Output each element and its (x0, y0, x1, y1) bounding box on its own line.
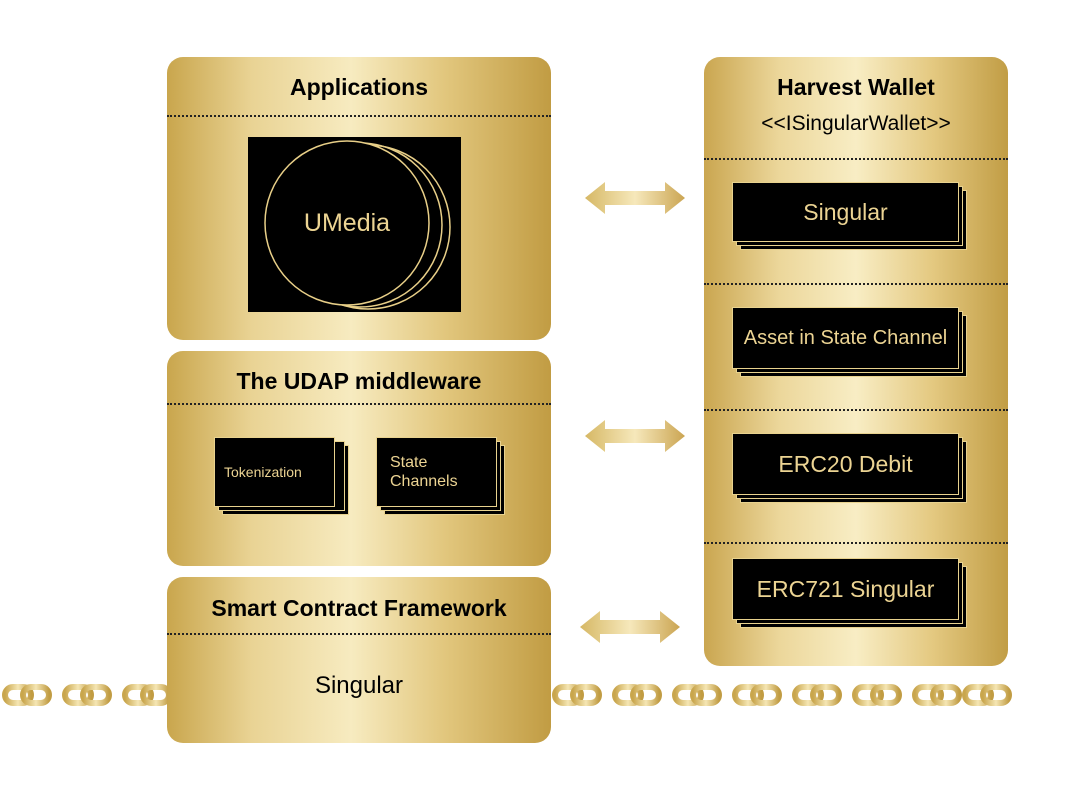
applications-panel: Applications UMedia (167, 57, 551, 340)
smart-contract-panel: Smart Contract Framework Singular (167, 577, 551, 743)
chain-link-icon (852, 684, 884, 706)
chain-link-icon (810, 684, 842, 706)
chain-link-icon (690, 684, 722, 706)
chain-link-icon (570, 684, 602, 706)
smart-contract-singular-label: Singular (314, 672, 404, 699)
wallet-item-erc721-label: ERC721 Singular (756, 575, 935, 602)
chain-link-icon (122, 684, 154, 706)
chain-link-icon (672, 684, 704, 706)
umedia-app-box[interactable]: UMedia (248, 137, 461, 312)
chain-link-icon (140, 684, 172, 706)
chain-link-icon (912, 684, 944, 706)
chain-link-icon (792, 684, 824, 706)
tokenization-label: Tokenization (224, 464, 302, 480)
wallet-title: Harvest Wallet (777, 74, 935, 100)
wallet-divider-1 (704, 158, 1008, 160)
wallet-item-erc20-label: ERC20 Debit (778, 450, 913, 477)
chain-link-icon (732, 684, 764, 706)
double-arrow-icon (585, 420, 685, 452)
smart-contract-divider (167, 633, 551, 635)
blockchain-chain-strip (2, 684, 1012, 706)
udap-middleware-panel: The UDAP middleware Tokenization State C… (167, 351, 551, 566)
chain-link-icon (612, 684, 644, 706)
harvest-wallet-panel: Harvest Wallet <<ISingularWallet>> Singu… (704, 57, 1008, 666)
chain-link-icon (630, 684, 662, 706)
middleware-divider (167, 403, 551, 405)
chain-link-icon (2, 684, 34, 706)
wallet-divider-4 (704, 542, 1008, 544)
chain-link-icon (750, 684, 782, 706)
wallet-divider-2 (704, 283, 1008, 285)
wallet-divider-3 (704, 409, 1008, 411)
chain-link-icon (980, 684, 1012, 706)
wallet-item-asset-label: Asset in State Channel (743, 326, 948, 349)
chain-link-icon (870, 684, 902, 706)
chain-link-icon (80, 684, 112, 706)
chain-link-icon (962, 684, 994, 706)
wallet-item-singular-label: Singular (803, 198, 888, 225)
applications-title: Applications (289, 74, 428, 100)
chain-link-icon (20, 684, 52, 706)
chain-link-icon (930, 684, 962, 706)
state-channels-label: State Channels (390, 454, 458, 490)
umedia-circles-icon (264, 140, 451, 310)
wallet-interface-label: <<ISingularWallet>> (761, 112, 951, 135)
chain-link-icon (552, 684, 584, 706)
double-arrow-icon (585, 182, 685, 214)
chain-link-icon (62, 684, 94, 706)
umedia-label: UMedia (303, 209, 391, 237)
smart-contract-title: Smart Contract Framework (211, 595, 507, 621)
middleware-title: The UDAP middleware (236, 368, 482, 394)
double-arrow-icon (580, 611, 680, 643)
applications-divider (167, 115, 551, 117)
